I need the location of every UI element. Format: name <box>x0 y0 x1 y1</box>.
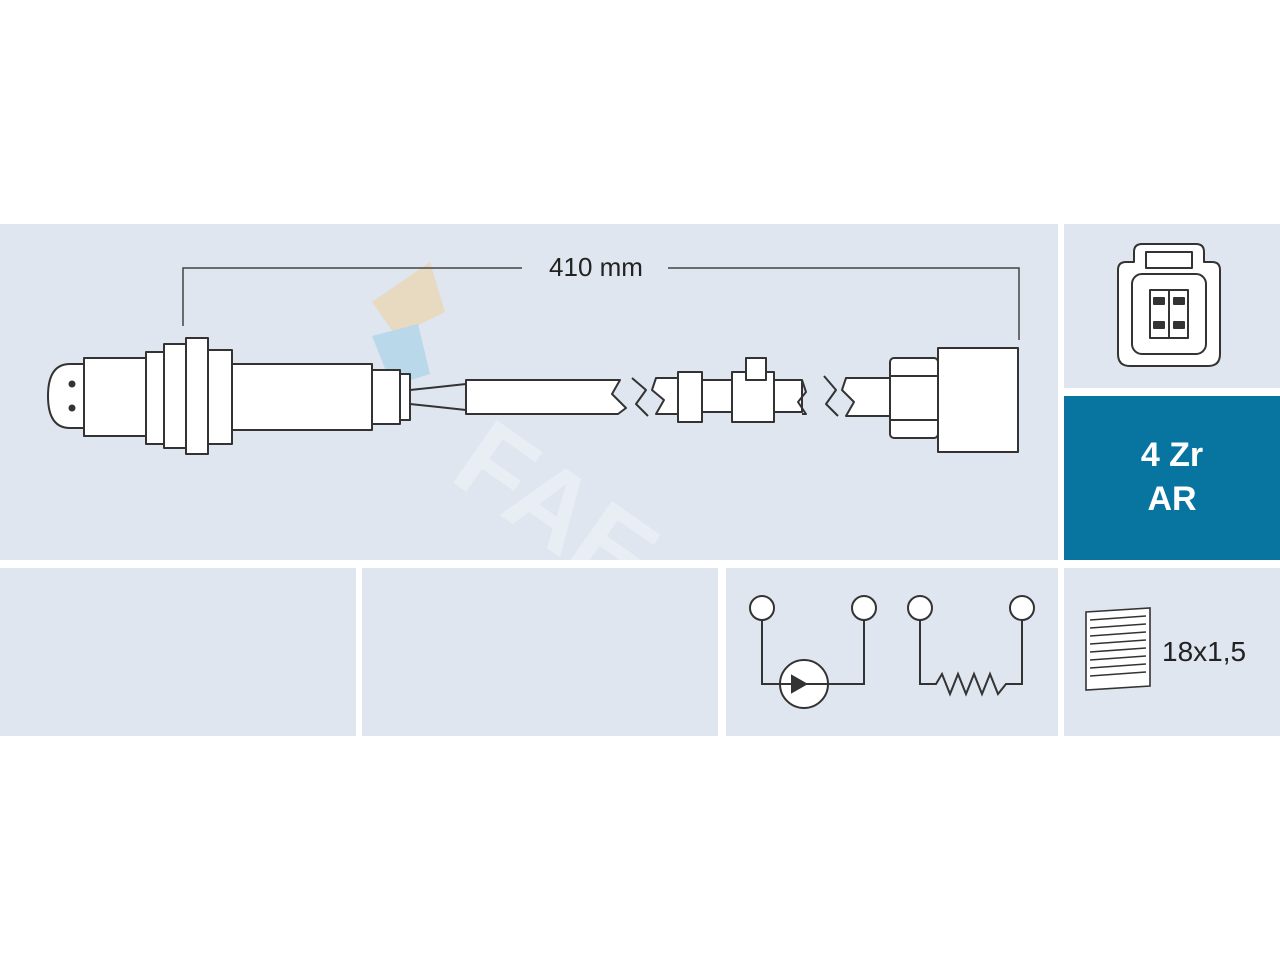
empty-panel-middle <box>362 568 718 736</box>
dimension-line <box>182 267 1020 340</box>
oxygen-sensor-drawing: FAE <box>47 262 1020 560</box>
connector-icon <box>1117 243 1221 367</box>
heater-resistor-symbol <box>907 595 1035 697</box>
sensor-variant-label: AR <box>1147 480 1197 518</box>
thread-panel: 18x1,5 <box>1064 568 1280 736</box>
wiring-diagram-panel <box>726 568 1058 736</box>
sensor-drawing-panel: FAE <box>0 224 1058 560</box>
sensor-spec-badge: 4 Zr AR <box>1064 396 1280 560</box>
connector-panel <box>1064 224 1280 388</box>
svg-text:FAE: FAE <box>433 397 679 560</box>
length-dimension-label: 410 mm <box>536 252 656 283</box>
sensor-element-symbol <box>749 595 877 709</box>
empty-panel-left <box>0 568 356 736</box>
wiring-diagram <box>749 595 1035 709</box>
thread-size-label: 18x1,5 <box>1162 636 1247 667</box>
thread-icon <box>1085 607 1151 691</box>
sensor-type-label: 4 Zr <box>1140 436 1204 474</box>
